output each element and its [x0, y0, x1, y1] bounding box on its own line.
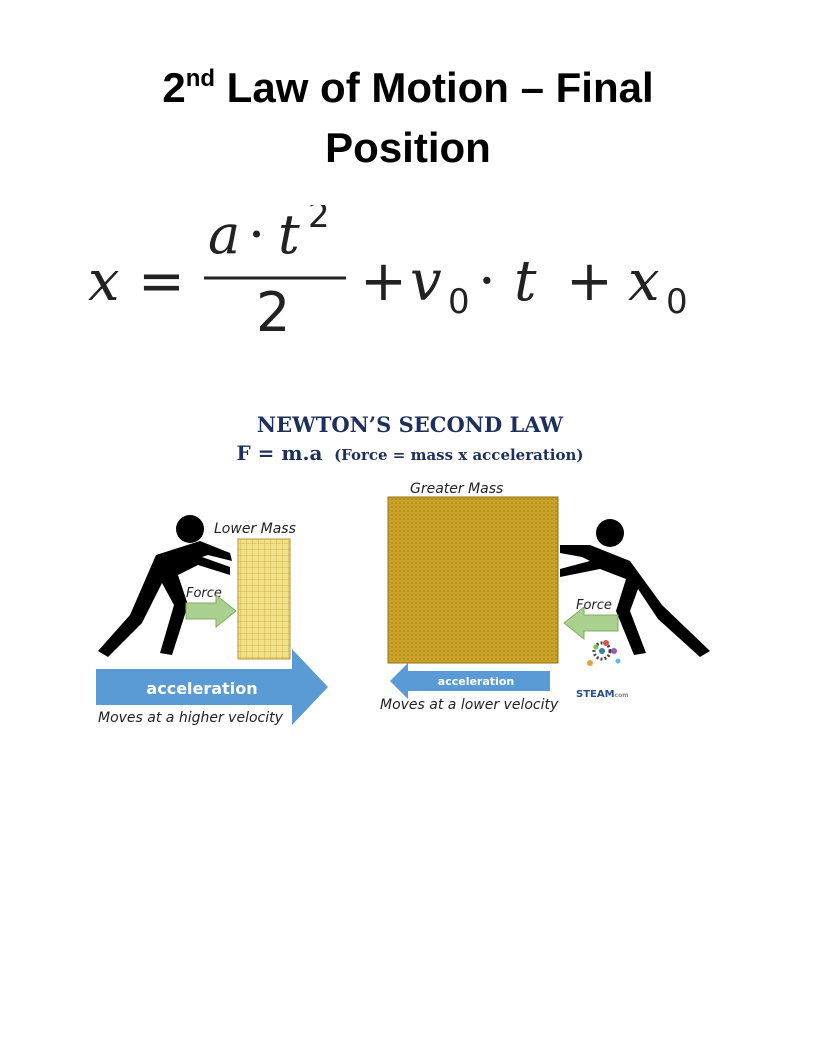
formula-main: F = m.a	[237, 441, 323, 465]
formula-equals: =	[138, 249, 185, 314]
newton-second-law-figure: NEWTON’S SECOND LAW F = m.a (Force = mas…	[90, 405, 750, 745]
title-prefix: 2	[162, 64, 185, 111]
formula-x-sub: 0	[666, 282, 688, 322]
position-formula: x = a · t 2 2 + v 0 · t + x 0	[80, 205, 740, 345]
figure-formula: F = m.a (Force = mass x acceleration)	[237, 441, 584, 465]
formula-numerator-dot: ·	[248, 205, 265, 266]
logo-text: STEAMcom	[576, 689, 628, 700]
logo-text-main: STEAM	[576, 689, 615, 700]
right-acceleration-label: acceleration	[438, 675, 514, 688]
formula-exponent: 2	[308, 205, 330, 236]
left-velocity-caption: Moves at a higher velocity	[98, 710, 284, 726]
formula-denominator: 2	[256, 281, 290, 344]
formula-t: t	[514, 249, 537, 314]
page-title: 2nd Law of Motion – Final Position	[0, 58, 816, 178]
formula-lhs: x	[88, 249, 120, 314]
formula-numerator-a: a	[208, 205, 240, 266]
formula-v: v	[410, 249, 442, 314]
formula-numerator-t: t	[278, 205, 300, 266]
greater-mass-block	[388, 497, 558, 663]
formula-v-sub: 0	[448, 282, 470, 322]
lower-mass-label: Lower Mass	[214, 521, 296, 537]
formula-plus-2: +	[566, 249, 613, 314]
formula-x: x	[628, 249, 660, 314]
title-superscript: nd	[186, 65, 215, 92]
title-line2: Position	[325, 124, 491, 171]
formula-plus-1: +	[360, 249, 407, 314]
right-velocity-caption: Moves at a lower velocity	[380, 697, 559, 713]
logo-text-suffix: com	[615, 692, 629, 699]
title-rest: Law of Motion – Final	[215, 64, 654, 111]
formula-dot-2: ·	[478, 249, 496, 314]
figure-heading: NEWTON’S SECOND LAW	[257, 412, 564, 437]
greater-mass-label: Greater Mass	[410, 481, 503, 497]
lower-mass-block	[238, 539, 290, 659]
formula-explanation: (Force = mass x acceleration)	[334, 446, 583, 464]
left-acceleration-label: acceleration	[146, 679, 257, 698]
steam-logo: STEAMcom	[576, 640, 628, 700]
